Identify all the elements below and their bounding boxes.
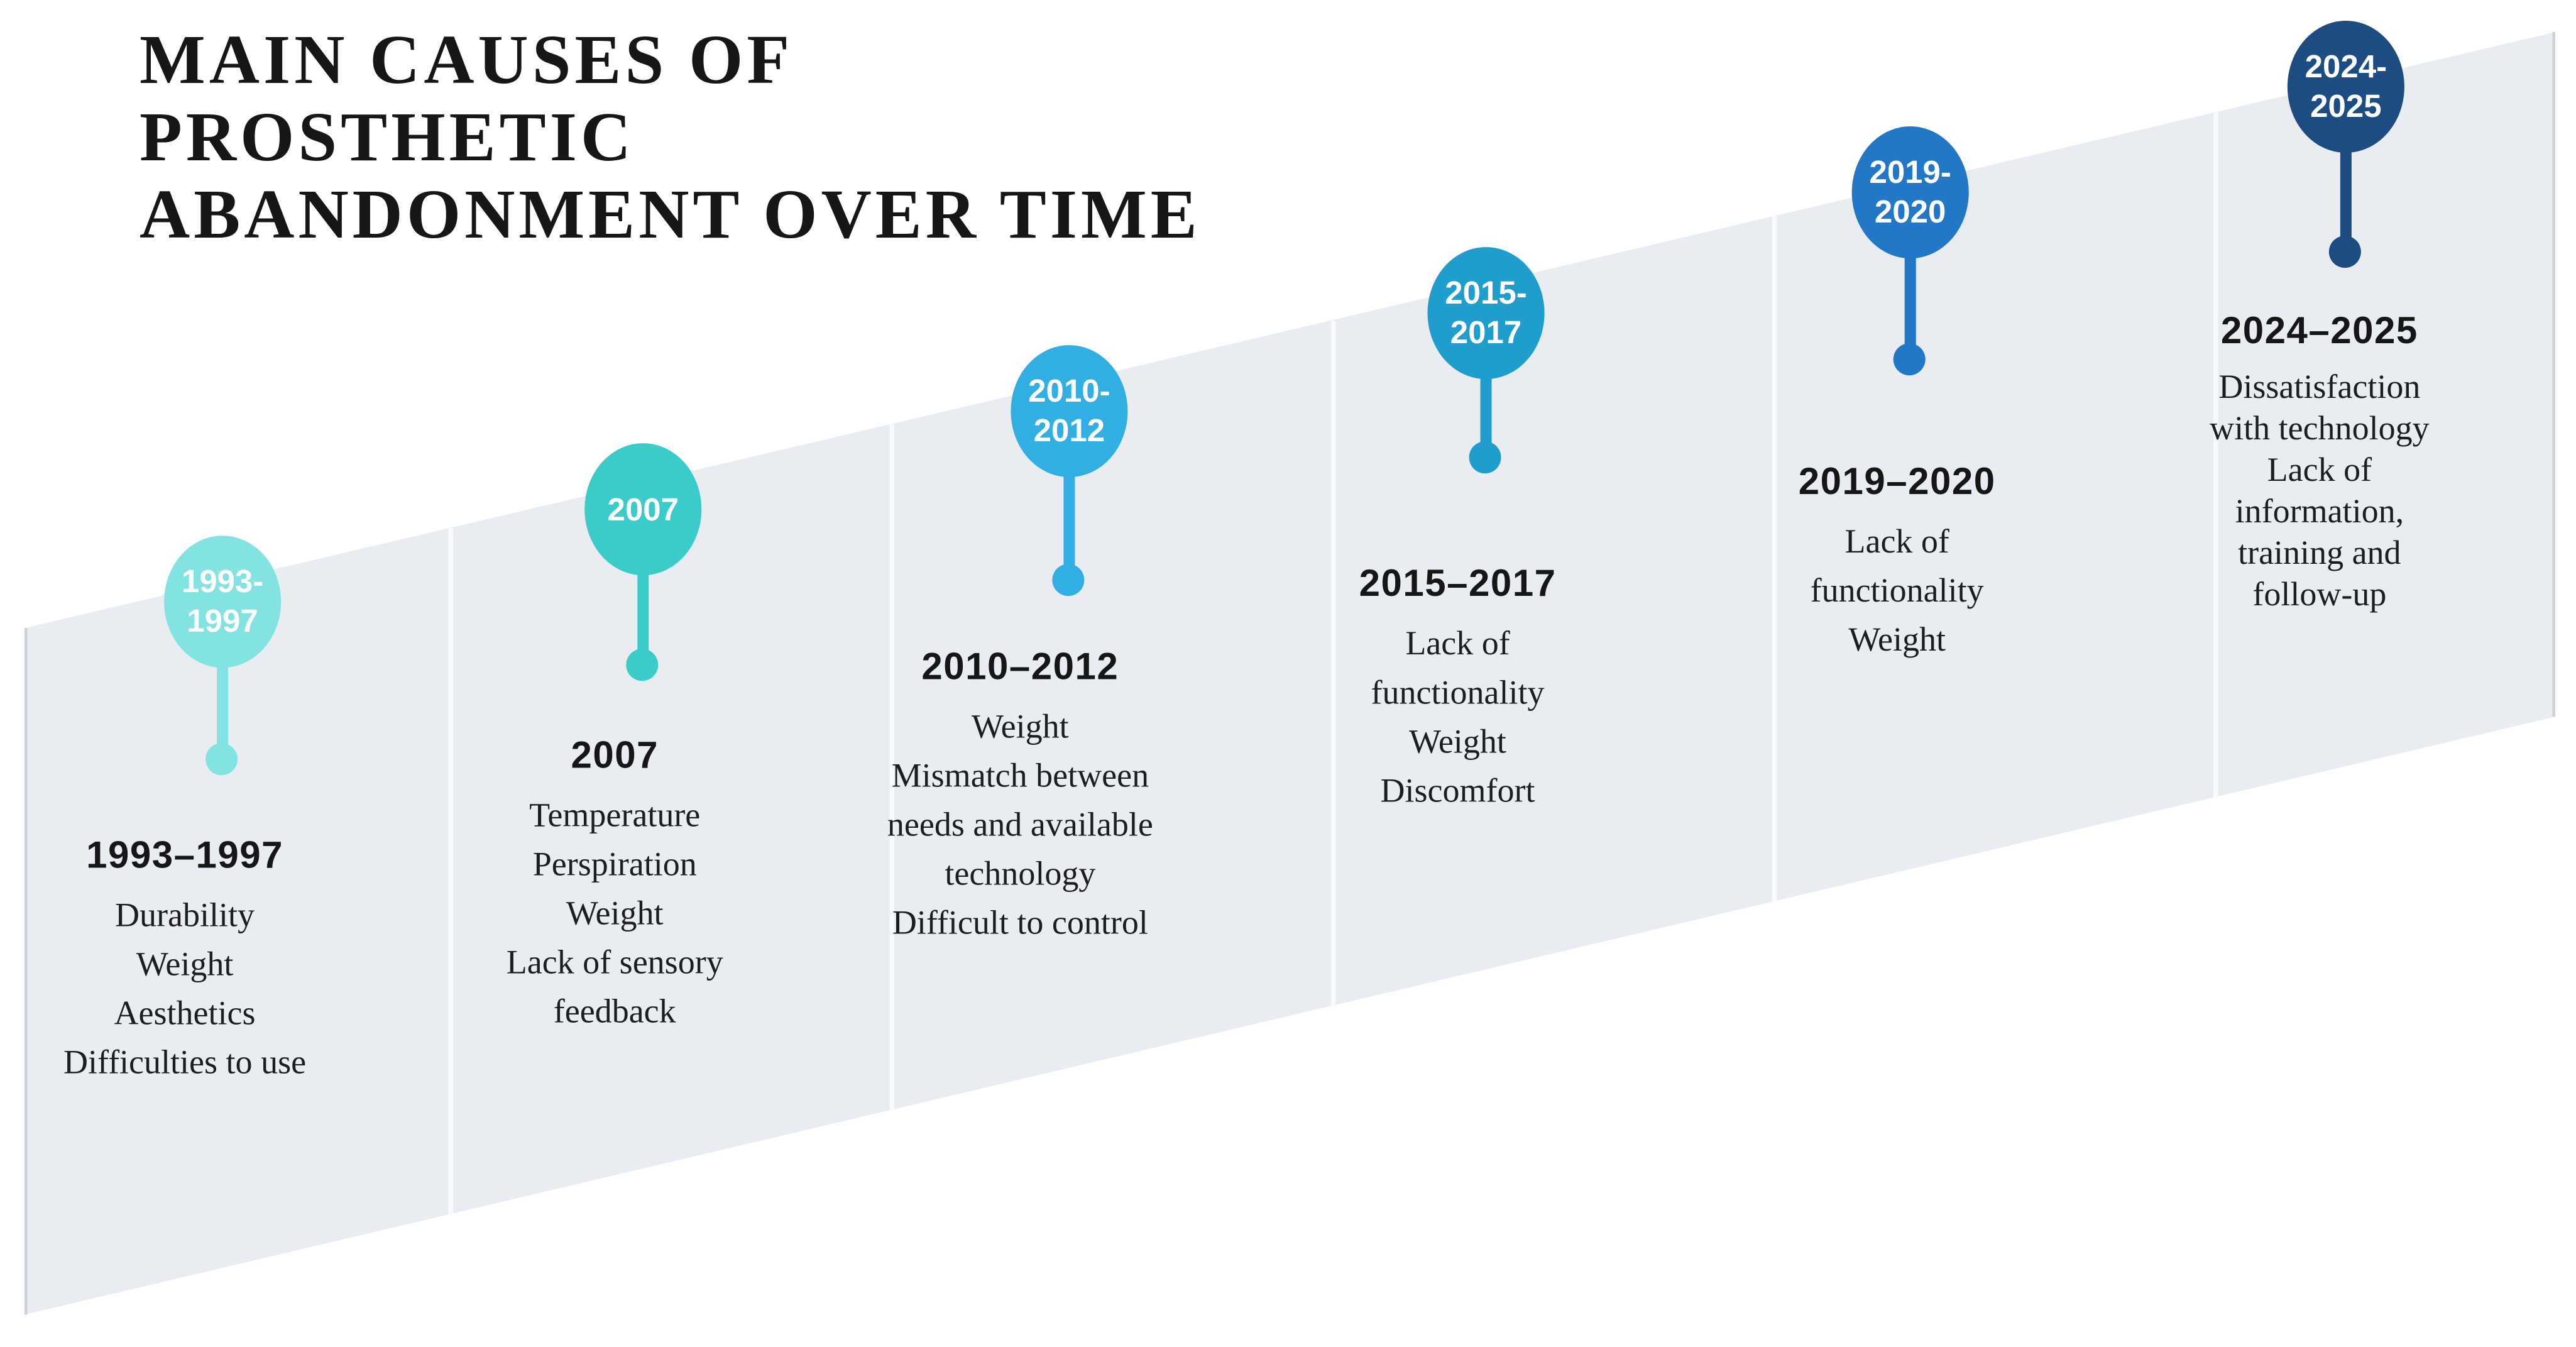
page-title-line2: PROSTHETIC: [140, 100, 635, 178]
page-title: MAIN CAUSES OF PROSTHETIC ABANDONMENT OV…: [140, 23, 1308, 255]
page-title-line1: MAIN CAUSES OF: [140, 23, 794, 101]
page-title-line3: ABANDONMENT OVER TIME: [140, 177, 1201, 255]
